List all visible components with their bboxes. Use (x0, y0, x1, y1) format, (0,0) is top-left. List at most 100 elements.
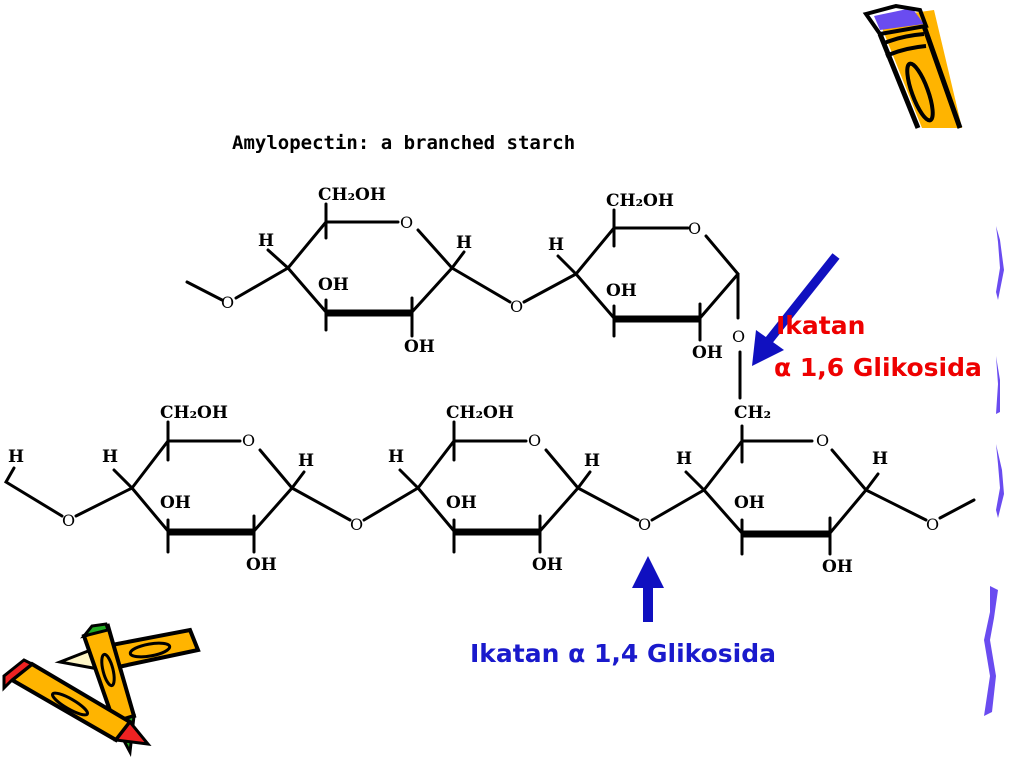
crossed-pencils-icon (2, 622, 201, 757)
bond (698, 272, 740, 320)
bond (830, 448, 868, 492)
decor-detail (128, 641, 172, 659)
arrow-shaft (762, 253, 840, 347)
bond (556, 254, 578, 276)
bond (702, 439, 814, 492)
bond (416, 228, 454, 270)
oh-label: OH (734, 493, 765, 513)
h-label: H (258, 231, 274, 251)
oh-label: OH (446, 493, 477, 513)
bond (864, 488, 928, 522)
bond (286, 266, 328, 314)
h-label: H (548, 235, 564, 255)
bond (286, 220, 400, 270)
bond (258, 448, 294, 490)
bond (576, 470, 592, 490)
pencil-icon (862, 3, 963, 129)
h-label: H (872, 449, 888, 469)
bond (74, 486, 134, 518)
glucose-ring-bottom-1: CH₂OH O H H OH OH (102, 403, 314, 575)
bond (538, 486, 580, 533)
bond (702, 488, 744, 535)
bond (112, 468, 134, 490)
bond (450, 250, 466, 270)
bond (416, 486, 456, 533)
bond (410, 266, 454, 314)
bond (398, 468, 420, 490)
bond (828, 488, 868, 535)
bond (921, 25, 963, 129)
h-label: H (298, 451, 314, 471)
bond (996, 226, 1004, 300)
h-label: H (102, 447, 118, 467)
top-chain: O CH₂OH O H H OH OH O (185, 185, 745, 400)
oh-label: OH (532, 555, 563, 575)
h-label: H (456, 233, 472, 253)
ch2oh-label: CH₂OH (160, 403, 228, 423)
ring-oxygen: O (688, 219, 701, 238)
bond (3, 466, 64, 518)
oh-label: OH (246, 555, 277, 575)
glycosidic-oxygen: O (926, 515, 939, 534)
ring-oxygen: O (242, 431, 255, 450)
oh-label: OH (822, 557, 853, 577)
bond (885, 44, 927, 58)
decor-detail (51, 691, 89, 717)
oh-label: OH (404, 337, 435, 357)
diagram-title: Amylopectin: a branched starch (232, 132, 575, 154)
bond (996, 444, 1004, 518)
bond (362, 486, 420, 522)
bond (130, 486, 170, 533)
bond (290, 470, 306, 490)
bond (416, 439, 528, 490)
ring-oxygen: O (816, 431, 829, 450)
branch-label-line2: α 1,6 Glikosida (774, 353, 982, 382)
oh-label: OH (692, 343, 723, 363)
bond (522, 272, 578, 304)
h-label: H (388, 447, 404, 467)
arrow-head-icon (632, 556, 664, 588)
bond (290, 486, 352, 522)
ch2oh-label: CH₂OH (606, 191, 674, 211)
bond (266, 248, 290, 270)
h-label: H (584, 451, 600, 471)
bond (234, 266, 290, 300)
h-label: H (676, 449, 692, 469)
glycosidic-oxygen: O (221, 293, 234, 312)
wavy-border-decoration (984, 226, 1004, 716)
branch-label-line1: Ikatan (776, 311, 865, 340)
bond (684, 470, 706, 492)
bond (862, 3, 929, 37)
bond (938, 498, 976, 520)
alpha-1-4-oxygen: O (638, 515, 651, 534)
bond (877, 33, 921, 129)
arrow-shaft (643, 586, 653, 622)
ch2-label: CH₂ (734, 403, 771, 423)
bottom-chain: H O CH₂OH O H H OH OH O (3, 403, 976, 577)
bond (130, 439, 242, 490)
h-label: H (8, 447, 24, 467)
glycosidic-oxygen: O (350, 515, 363, 534)
bond (450, 266, 512, 304)
bond (252, 486, 294, 533)
glucose-ring-bottom-3: CH₂ O H H OH OH (676, 403, 888, 577)
ch2oh-label: CH₂OH (318, 185, 386, 205)
decor-shape (80, 622, 110, 639)
glucose-ring-bottom-2: CH₂OH O H H OH OH (388, 403, 600, 575)
bond (544, 448, 580, 490)
oh-label: OH (606, 281, 637, 301)
alpha-1-6-annotation: Ikatan α 1,6 Glikosida (752, 253, 982, 382)
bond (574, 272, 616, 320)
decor-shape (2, 658, 35, 692)
bond (864, 472, 880, 492)
glycosidic-oxygen: O (510, 297, 523, 316)
decor-shape (874, 8, 924, 30)
chain-label: Ikatan α 1,4 Glikosida (470, 639, 776, 668)
decor-detail (905, 61, 935, 123)
ch2oh-label: CH₂OH (446, 403, 514, 423)
decor-shape (113, 719, 152, 746)
bond (576, 486, 640, 522)
oh-label: OH (318, 275, 349, 295)
ring-oxygen: O (400, 213, 413, 232)
